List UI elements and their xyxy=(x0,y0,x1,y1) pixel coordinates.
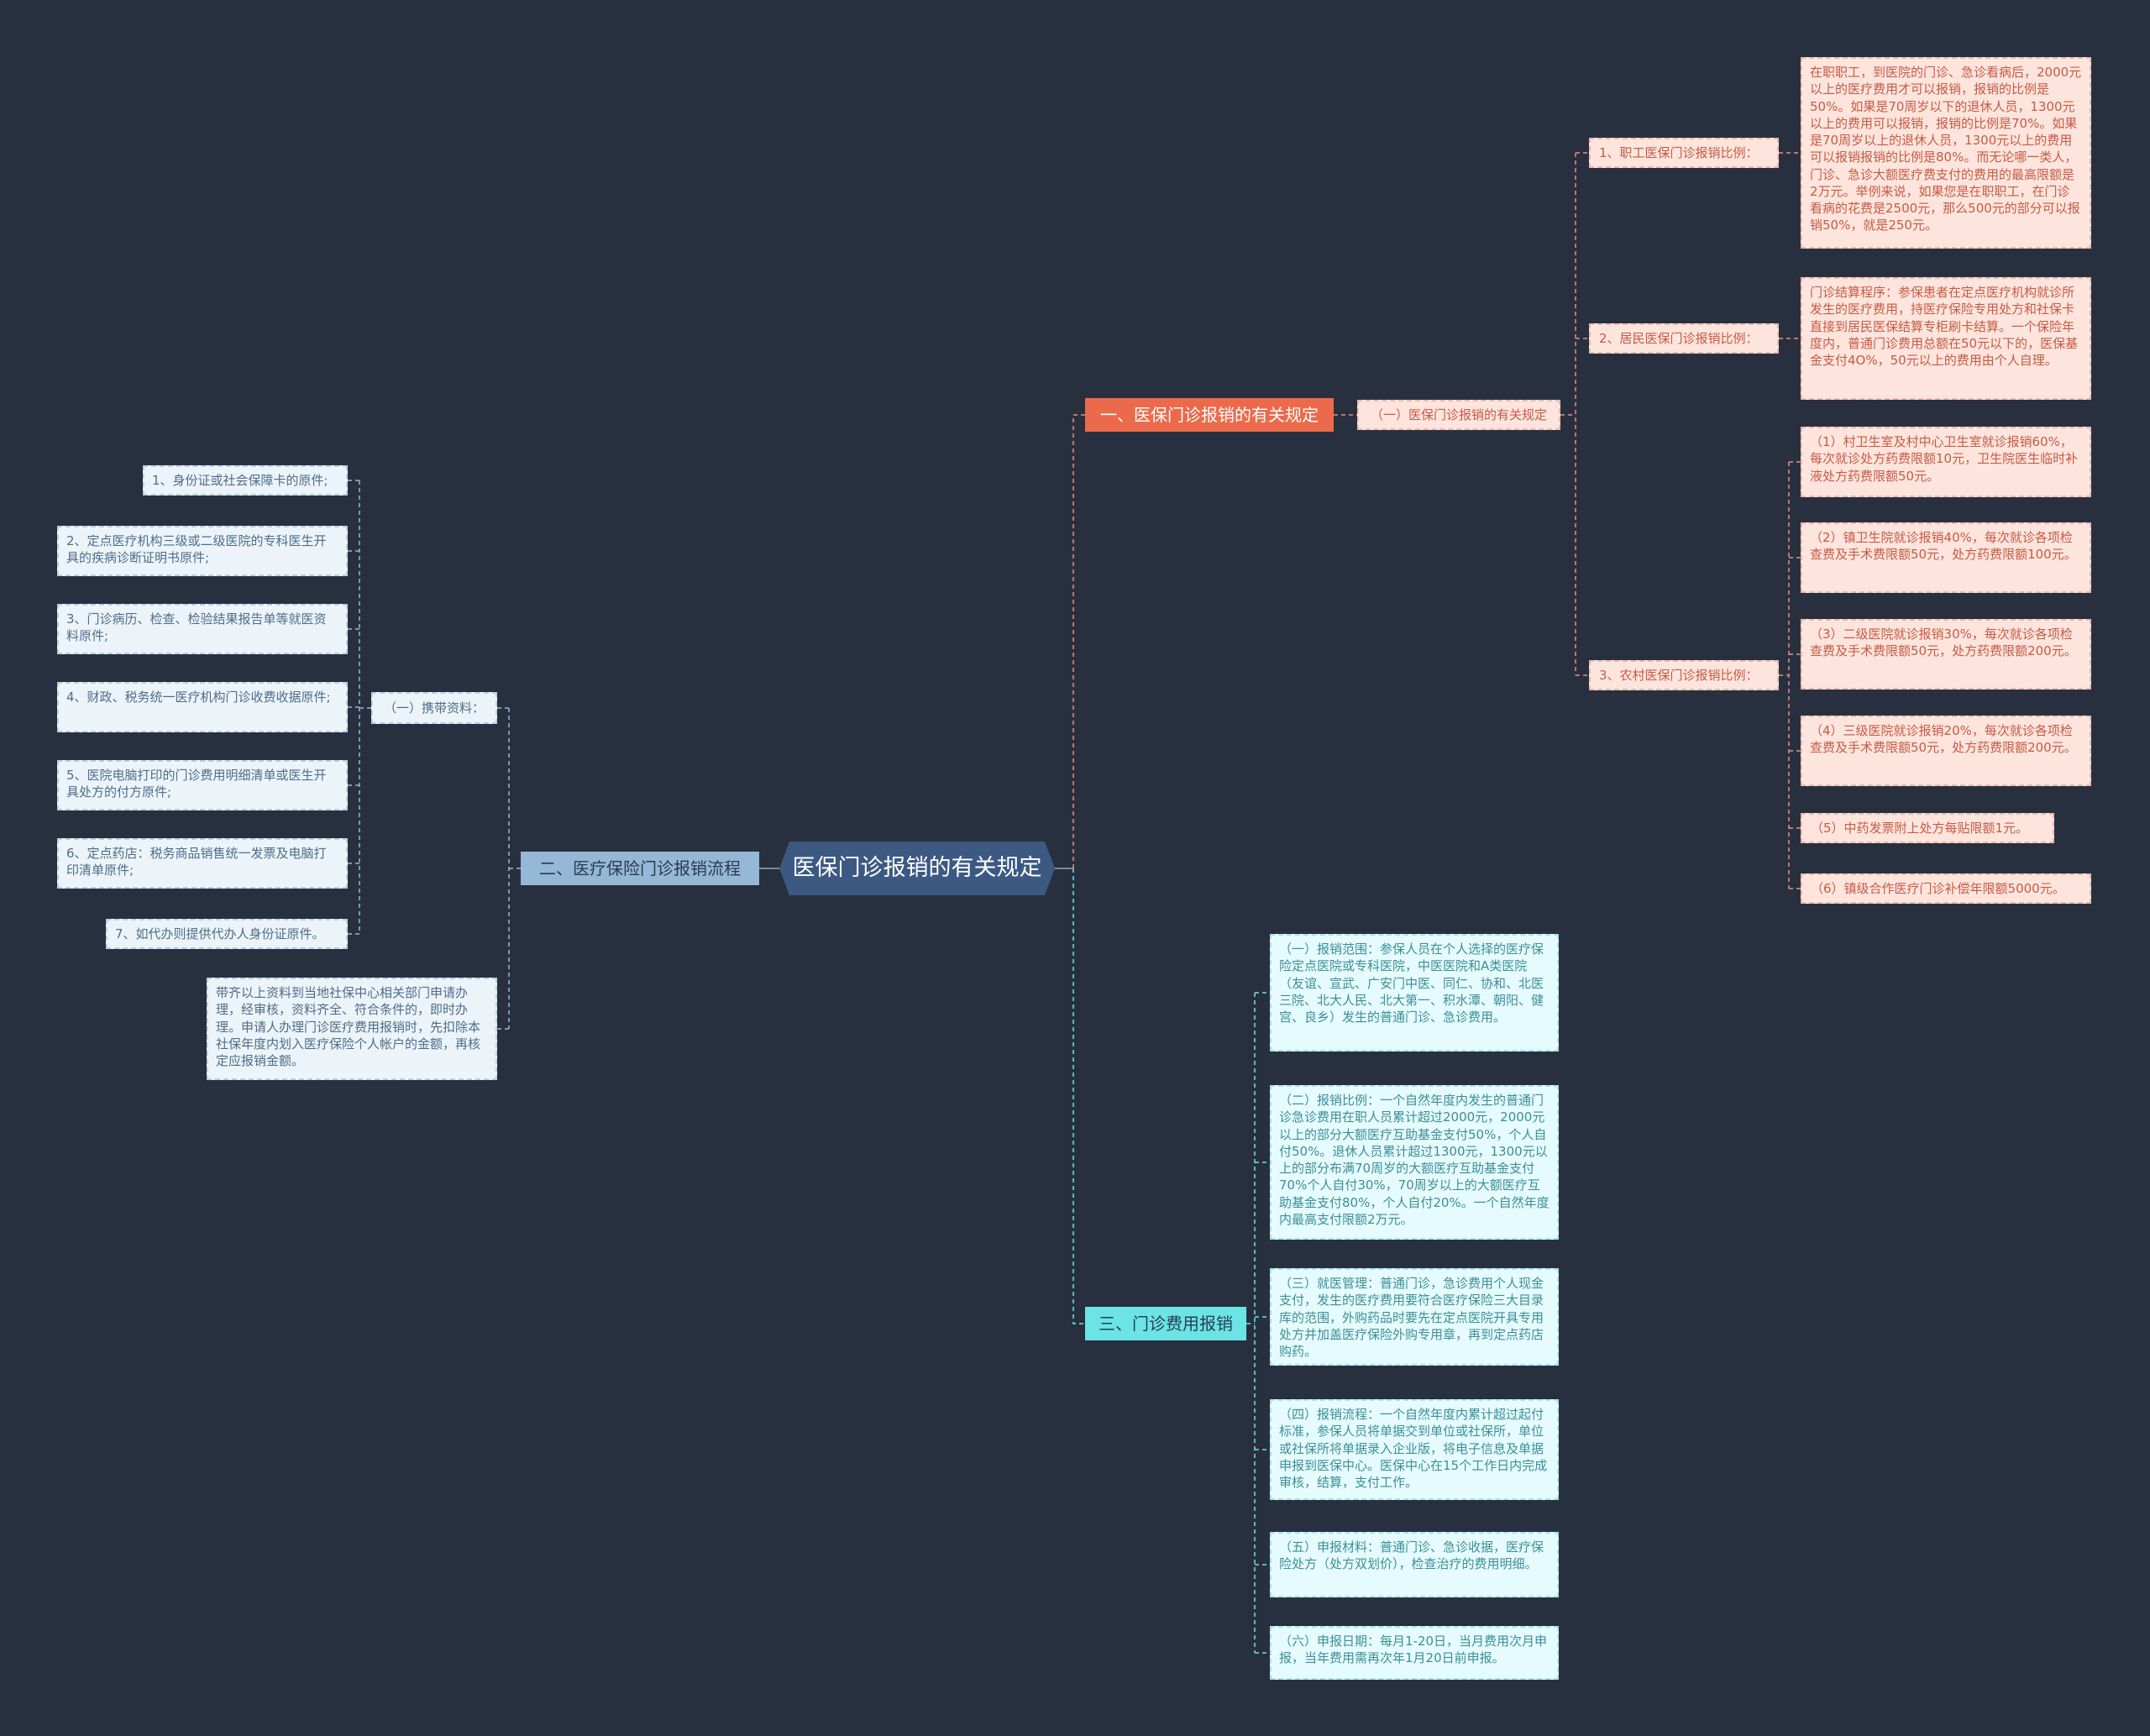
detail-rural-chinese-medicine[interactable]: （5）中药发票附上处方每贴限额1元。 xyxy=(1801,813,2054,843)
root-topic-label: 医保门诊报销的有关规定 xyxy=(792,854,1042,881)
expense-item-management[interactable]: （三）就医管理：普通门诊，急诊费用个人现金支付，发生的医疗费用要符合医疗保险三大… xyxy=(1270,1268,1559,1366)
document-item-medical-records[interactable]: 3、门诊病历、检查、检验结果报告单等就医资料原件; xyxy=(57,604,348,654)
subtopic-outpatient-regulations[interactable]: （一）医保门诊报销的有关规定 xyxy=(1357,400,1560,430)
process-note[interactable]: 带齐以上资料到当地社保中心相关部门申请办理，经审核，资料齐全、符合条件的，即时办… xyxy=(207,978,497,1080)
detail-resident-ratio[interactable]: 门诊结算程序：参保患者在定点医疗机构就诊所发生的医疗费用，持医疗保险专用处方和社… xyxy=(1801,277,2091,400)
subtopic-required-documents[interactable]: （一）携带资料： xyxy=(371,692,497,724)
expense-item-procedure[interactable]: （四）报销流程：一个自然年度内累计超过起付标准，参保人员将单据交到单位或社保所，… xyxy=(1270,1399,1559,1500)
document-item-diagnosis-certificate[interactable]: 2、定点医疗机构三级或二级医院的专科医生开具的疾病诊断证明书原件; xyxy=(57,526,348,576)
expense-item-materials[interactable]: （五）申报材料：普通门诊、急诊收据，医疗保险处方（处方双划价），检查治疗的费用明… xyxy=(1270,1532,1559,1597)
root-topic[interactable]: 医保门诊报销的有关规定 xyxy=(779,842,1055,895)
expense-item-scope[interactable]: （一）报销范围：参保人员在个人选择的医疗保险定点医院或专科医院，中医医院和A类医… xyxy=(1270,934,1559,1052)
detail-rural-town-hospital[interactable]: （2）镇卫生院就诊报销40%，每次就诊各项检查费及手术费限额50元，处方药费限额… xyxy=(1801,522,2091,593)
branch-outpatient-regulations[interactable]: 一、医保门诊报销的有关规定 xyxy=(1085,398,1334,432)
detail-rural-tertiary-hospital[interactable]: （4）三级医院就诊报销20%，每次就诊各项检查费及手术费限额50元，处方药费限额… xyxy=(1801,716,2091,786)
item-resident-ratio[interactable]: 2、居民医保门诊报销比例： xyxy=(1589,323,1779,354)
expense-item-dates[interactable]: （六）申报日期：每月1-20日，当月费用次月申报，当年费用需再次年1月20日前申… xyxy=(1270,1626,1559,1680)
document-item-receipts[interactable]: 4、财政、税务统一医疗机构门诊收费收据原件; xyxy=(57,682,348,732)
branch-reimbursement-process[interactable]: 二、医疗保险门诊报销流程 xyxy=(521,852,759,885)
detail-rural-annual-limit[interactable]: （6）镇级合作医疗门诊补偿年限额5000元。 xyxy=(1801,873,2091,904)
item-rural-ratio[interactable]: 3、农村医保门诊报销比例： xyxy=(1589,660,1779,690)
branch-reimbursement-process-label: 二、医疗保险门诊报销流程 xyxy=(539,858,741,878)
document-item-id-card[interactable]: 1、身份证或社会保障卡的原件; xyxy=(143,465,348,496)
detail-employee-ratio[interactable]: 在职职工，到医院的门诊、急诊看病后，2000元以上的医疗费用才可以报销，报销的比… xyxy=(1801,57,2091,249)
document-item-pharmacy-invoice[interactable]: 6、定点药店：税务商品销售统一发票及电脑打印清单原件; xyxy=(57,838,348,889)
branch-outpatient-regulations-label: 一、医保门诊报销的有关规定 xyxy=(1100,404,1319,425)
branch-outpatient-expense[interactable]: 三、门诊费用报销 xyxy=(1085,1307,1246,1340)
expense-item-ratio[interactable]: （二）报销比例：一个自然年度内发生的普通门诊急诊费用在职人员累计超过2000元，… xyxy=(1270,1085,1559,1240)
document-item-agent-id[interactable]: 7、如代办则提供代办人身份证原件。 xyxy=(106,919,348,949)
document-item-cost-list[interactable]: 5、医院电脑打印的门诊费用明细清单或医生开具处方的付方原件; xyxy=(57,760,348,810)
branch-outpatient-expense-label: 三、门诊费用报销 xyxy=(1099,1313,1233,1334)
detail-rural-secondary-hospital[interactable]: （3）二级医院就诊报销30%，每次就诊各项检查费及手术费限额50元，处方药费限额… xyxy=(1801,619,2091,690)
item-employee-ratio[interactable]: 1、职工医保门诊报销比例： xyxy=(1589,138,1779,168)
detail-rural-village-clinic[interactable]: （1）村卫生室及村中心卫生室就诊报销60%，每次就诊处方药费限额10元，卫生院医… xyxy=(1801,427,2091,497)
